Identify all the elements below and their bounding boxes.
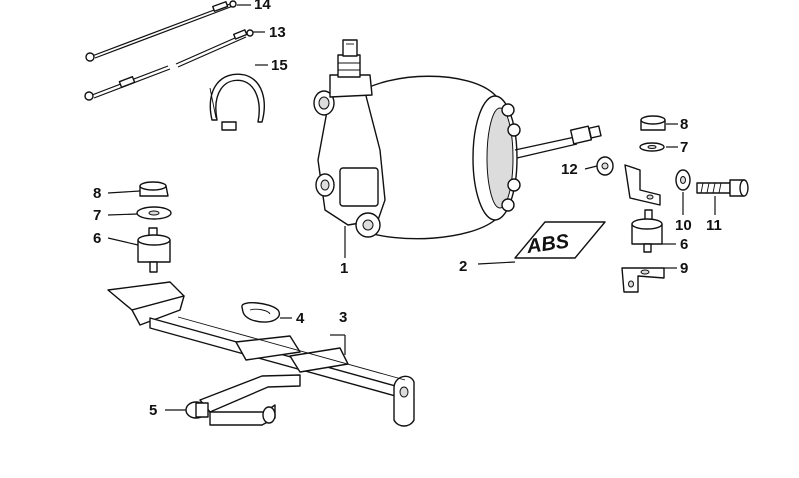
abs-unit-part-1[interactable] [313, 39, 602, 240]
callout-7-left: 7 [93, 207, 101, 224]
clip-band-part-15[interactable] [209, 73, 265, 131]
rubber-mount-part-6-left[interactable] [137, 227, 171, 273]
callout-1: 1 [340, 260, 348, 277]
callout-11: 11 [706, 217, 722, 234]
callout-6-left: 6 [93, 230, 101, 247]
bracket-part-9[interactable] [621, 267, 665, 293]
abs-emblem-part-2[interactable]: ABS [514, 221, 606, 259]
callout-13: 13 [269, 24, 286, 41]
leader-lines [107, 4, 716, 411]
support-frame-part-3[interactable] [107, 281, 415, 427]
washer-part-10[interactable] [675, 169, 691, 191]
callout-15: 15 [271, 57, 288, 74]
bracket-upper-right[interactable] [624, 164, 661, 206]
callout-8-left: 8 [93, 185, 101, 202]
washer-part-7-left[interactable] [136, 206, 172, 220]
callout-10: 10 [675, 217, 692, 234]
grommet-part-4[interactable] [241, 302, 281, 323]
callout-4: 4 [296, 310, 305, 327]
callout-7-right: 7 [680, 139, 688, 156]
nut-part-8-right[interactable] [640, 115, 666, 131]
callout-8-right: 8 [680, 116, 688, 133]
callout-5: 5 [149, 402, 157, 419]
callout-3: 3 [339, 309, 347, 326]
callout-12: 12 [561, 161, 578, 178]
nut-part-8-left[interactable] [139, 181, 169, 197]
callout-labels: 14 13 15 1 2 3 4 5 8 7 6 8 7 12 10 11 6 … [93, 0, 722, 419]
plug-part-5[interactable] [185, 401, 209, 419]
cable-part-14[interactable] [85, 0, 237, 62]
callout-2: 2 [459, 258, 467, 275]
cable-part-13[interactable] [84, 29, 254, 101]
washer-part-7-right[interactable] [639, 142, 665, 152]
bolt-part-11[interactable] [696, 179, 749, 197]
callout-6-right: 6 [680, 236, 688, 253]
rubber-mount-part-6-right[interactable] [631, 209, 663, 253]
callout-14: 14 [254, 0, 271, 13]
bushing-part-12[interactable] [596, 156, 614, 176]
callout-9: 9 [680, 260, 688, 277]
